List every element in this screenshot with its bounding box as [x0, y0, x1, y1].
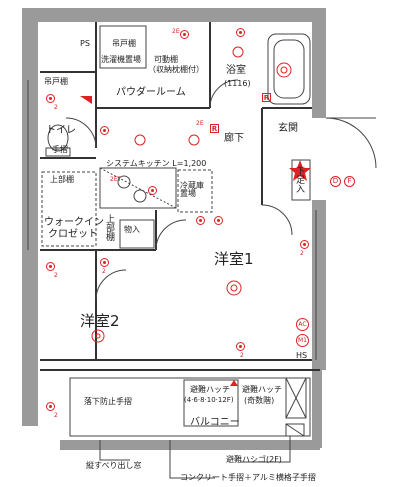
fridge-label: 冷蔵庫置場 [180, 181, 204, 198]
balcony-label: バルコニー [190, 417, 240, 428]
accents [80, 96, 311, 386]
closet-label: クロゼット [48, 229, 98, 240]
outlet-mark [180, 30, 189, 39]
washer-label: 洗濯機置場 [101, 55, 141, 64]
m1-tag: M1 [296, 334, 309, 347]
outlet-count: 2 [54, 104, 58, 111]
outlet-mark [100, 126, 109, 135]
storage-label: 物入 [124, 225, 140, 234]
fixtures [27, 25, 377, 479]
outlet-count: 2 [300, 250, 304, 257]
hatch2-label: 避難ハッチ [242, 385, 282, 394]
outlet-count: 2 [102, 268, 106, 275]
powder-room-label: パウダールーム [116, 87, 186, 98]
room2-label: 洋室2 [80, 312, 120, 330]
hatch1-floors-label: (4·6·8·10·12F) [184, 396, 234, 404]
ladder-label: 避難ハシゴ(2F) [226, 455, 282, 464]
outlet-label-2e: 2E [196, 120, 204, 127]
railing-note-label: コンクリート手摺＋アルミ横格子手摺 [180, 473, 316, 482]
ac-tag: AC [296, 318, 309, 331]
kitchen-label: システムキッチン L=1,200 [106, 159, 207, 168]
hatch2-floors-label: (奇数階) [244, 396, 275, 405]
r-tag: R [262, 93, 271, 102]
outlet-count: 2 [54, 412, 58, 419]
outlet-mark [236, 28, 245, 37]
shoe-rack-label: 下足入 [294, 166, 304, 193]
upper-shelf-vertical-label: 上部棚 [104, 214, 114, 241]
entrance-label: 玄関 [278, 123, 298, 134]
shelf-top-label: 可動棚 [154, 55, 178, 64]
outlet-mark [196, 216, 205, 225]
d-tag: D [330, 176, 341, 187]
outlet-mark [214, 216, 223, 225]
corridor-label: 廊下 [224, 133, 244, 144]
toilet-handrail-label: 手摺 [52, 145, 68, 154]
bath-size-label: (1116) [224, 79, 251, 88]
outlet-mark [236, 342, 245, 351]
lights [91, 46, 292, 343]
window-note-label: 縦すべり出し窓 [86, 461, 142, 470]
outlet-mark [46, 94, 55, 103]
storage-door-left-label: 吊戸棚 [44, 77, 68, 86]
outlet-count: 2 [54, 272, 58, 279]
ps-label: PS [80, 39, 90, 48]
hs-label: HS [296, 351, 308, 360]
outlet-label-2e: 2E [172, 28, 180, 35]
shelf-detail-label: （収納枕棚付） [148, 65, 204, 74]
outlet-mark [300, 240, 309, 249]
outlet-mark [148, 186, 157, 195]
outlet-count: 2 [240, 352, 244, 359]
storage-door-top-label: 吊戸棚 [112, 39, 136, 48]
toilet-label: トイレ [46, 125, 76, 136]
walkin-label: ウォークイン [44, 217, 104, 228]
outlet-mark [100, 258, 109, 267]
room1-label: 洋室1 [214, 250, 254, 268]
outlet-mark [46, 402, 55, 411]
bath-label: 浴室 [226, 65, 246, 76]
f-tag: F [344, 176, 355, 187]
outlet-mark [46, 262, 55, 271]
hatch1-label: 避難ハッチ [190, 385, 230, 394]
upper-cabinet-label: 上部棚 [50, 175, 74, 184]
interior-walls [40, 22, 320, 371]
fall-handrail-label: 落下防止手摺 [84, 397, 132, 406]
r-tag: R [210, 124, 219, 133]
outlet-label-2et: 2ET [110, 176, 122, 183]
